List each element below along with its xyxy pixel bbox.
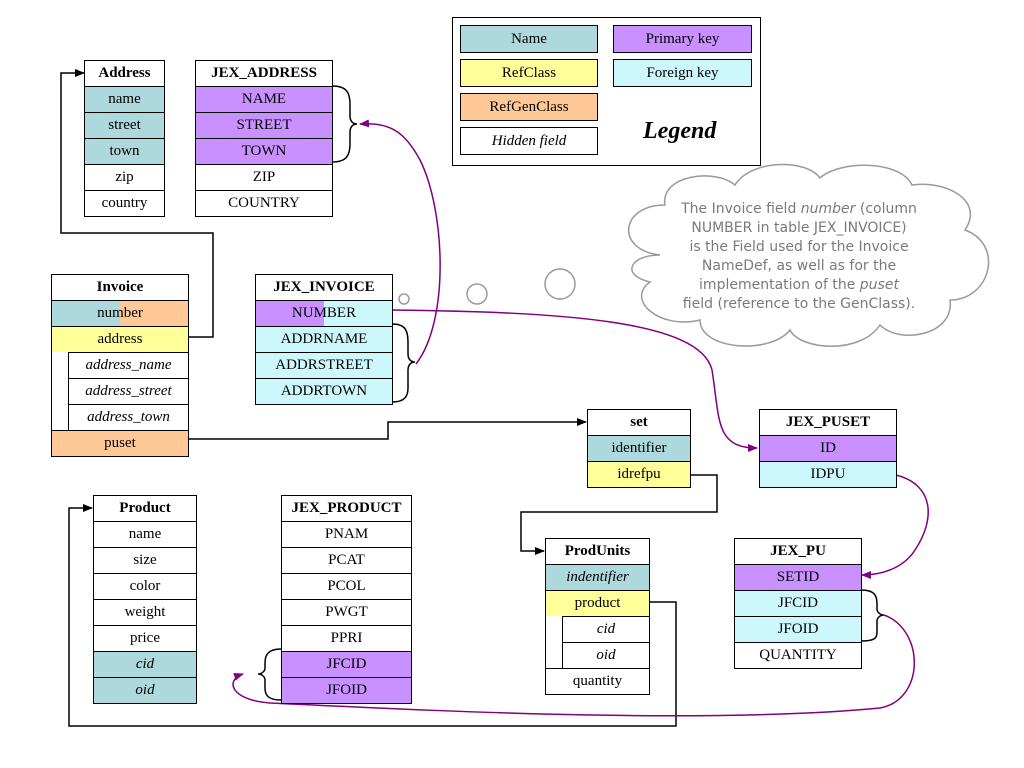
legend-refclass: RefClass bbox=[460, 59, 598, 87]
brace-jex-address bbox=[331, 85, 358, 163]
field-number: number bbox=[52, 300, 188, 326]
legend-primary-key: Primary key bbox=[613, 25, 752, 53]
column-ppri: PPRI bbox=[282, 625, 411, 651]
column-pwgt: PWGT bbox=[282, 599, 411, 625]
legend-hidden-field: Hidden field bbox=[460, 127, 598, 155]
table-title: set bbox=[630, 414, 648, 430]
field-indentifier: indentifier bbox=[546, 564, 649, 590]
note-line: (column bbox=[855, 201, 917, 217]
table-title: JEX_ADDRESS bbox=[211, 65, 317, 81]
field-identifier: identifier bbox=[588, 435, 690, 461]
table-jex-product: JEX_PRODUCT PNAM PCAT PCOL PWGT PPRI JFC… bbox=[281, 495, 412, 704]
table-produnits: ProdUnits indentifier product cid oid qu… bbox=[545, 538, 650, 695]
field-quantity: quantity bbox=[546, 668, 649, 694]
legend-box: Name Primary key RefClass Foreign key Re… bbox=[452, 17, 761, 166]
column-idpu: IDPU bbox=[760, 461, 896, 487]
column-street: STREET bbox=[196, 112, 332, 138]
note-line: NUMBER in table JEX_INVOICE) bbox=[691, 220, 907, 236]
connector-invoice-puset bbox=[187, 418, 587, 440]
field-country: country bbox=[85, 190, 164, 216]
field-cid: cid bbox=[562, 616, 649, 642]
table-jex-invoice: JEX_INVOICE NUMBER ADDRNAME ADDRSTREET A… bbox=[255, 274, 393, 405]
table-title: Address bbox=[98, 65, 151, 81]
table-set: set identifier idrefpu bbox=[587, 409, 691, 488]
note-line: implementation of the bbox=[699, 277, 860, 293]
field-address-name: address_name bbox=[68, 352, 188, 378]
field-town: town bbox=[85, 138, 164, 164]
table-title: JEX_PRODUCT bbox=[291, 500, 402, 516]
field-oid: oid bbox=[562, 642, 649, 668]
column-addrname: ADDRNAME bbox=[256, 326, 392, 352]
note-line: NameDef, as well as for the bbox=[701, 258, 897, 274]
field-weight: weight bbox=[94, 599, 196, 625]
column-pcat: PCAT bbox=[282, 547, 411, 573]
column-addrstreet: ADDRSTREET bbox=[256, 352, 392, 378]
field-address-town: address_town bbox=[68, 404, 188, 430]
table-product: Product name size color weight price cid… bbox=[93, 495, 197, 704]
table-jex-pu: JEX_PU SETID JFCID JFOID QUANTITY bbox=[734, 538, 862, 669]
column-zip: ZIP bbox=[196, 164, 332, 190]
note-text: The Invoice field number (column NUMBER … bbox=[658, 200, 940, 314]
field-oid: oid bbox=[94, 677, 196, 703]
field-puset: puset bbox=[52, 430, 188, 456]
table-title: JEX_PUSET bbox=[785, 414, 871, 430]
legend-title: Legend bbox=[643, 118, 717, 144]
legend-foreign-key: Foreign key bbox=[613, 59, 752, 87]
field-zip: zip bbox=[85, 164, 164, 190]
field-size: size bbox=[94, 547, 196, 573]
table-invoice: Invoice number address address_name addr… bbox=[51, 274, 189, 457]
legend-refgenclass: RefGenClass bbox=[460, 93, 598, 121]
table-title: ProdUnits bbox=[564, 543, 631, 559]
table-title: JEX_INVOICE bbox=[273, 279, 375, 295]
connector-jexpuset-jexpu bbox=[861, 474, 929, 579]
table-title: Product bbox=[119, 500, 171, 516]
table-address: Address name street town zip country bbox=[84, 60, 165, 217]
column-jfoid: JFOID bbox=[282, 677, 411, 703]
connector-jexinvoice-jexpuset bbox=[391, 309, 758, 452]
column-id: ID bbox=[760, 435, 896, 461]
table-title: Invoice bbox=[96, 279, 144, 295]
column-jfoid: JFOID bbox=[735, 616, 861, 642]
field-street: street bbox=[85, 112, 164, 138]
field-name: name bbox=[94, 521, 196, 547]
column-quantity: QUANTITY bbox=[735, 642, 861, 668]
table-jex-puset: JEX_PUSET ID IDPU bbox=[759, 409, 897, 488]
column-addrtown: ADDRTOWN bbox=[256, 378, 392, 404]
field-idrefpu: idrefpu bbox=[588, 461, 690, 487]
column-pcol: PCOL bbox=[282, 573, 411, 599]
note-line: is the Field used for the Invoice bbox=[689, 239, 909, 255]
field-color: color bbox=[94, 573, 196, 599]
column-name: NAME bbox=[196, 86, 332, 112]
field-price: price bbox=[94, 625, 196, 651]
note-emphasis: puset bbox=[859, 277, 899, 293]
note-line: field (reference to the GenClass). bbox=[682, 296, 916, 312]
column-country: COUNTRY bbox=[196, 190, 332, 216]
brace-jex-invoice bbox=[391, 323, 416, 403]
table-jex-address: JEX_ADDRESS NAME STREET TOWN ZIP COUNTRY bbox=[195, 60, 333, 217]
legend-name: Name bbox=[460, 25, 598, 53]
column-town: TOWN bbox=[196, 138, 332, 164]
field-address-street: address_street bbox=[68, 378, 188, 404]
field-name: name bbox=[85, 86, 164, 112]
field-cid: cid bbox=[94, 651, 196, 677]
column-number: NUMBER bbox=[256, 300, 392, 326]
column-jfcid: JFCID bbox=[735, 590, 861, 616]
brace-jex-product bbox=[257, 648, 282, 701]
column-setid: SETID bbox=[735, 564, 861, 590]
brace-jex-pu bbox=[860, 589, 885, 642]
field-product: product bbox=[546, 590, 649, 616]
note-emphasis: number bbox=[800, 201, 856, 217]
field-address: address bbox=[52, 326, 188, 352]
column-jfcid: JFCID bbox=[282, 651, 411, 677]
column-pnam: PNAM bbox=[282, 521, 411, 547]
note-line: The Invoice field bbox=[681, 201, 801, 217]
table-title: JEX_PU bbox=[770, 543, 826, 559]
